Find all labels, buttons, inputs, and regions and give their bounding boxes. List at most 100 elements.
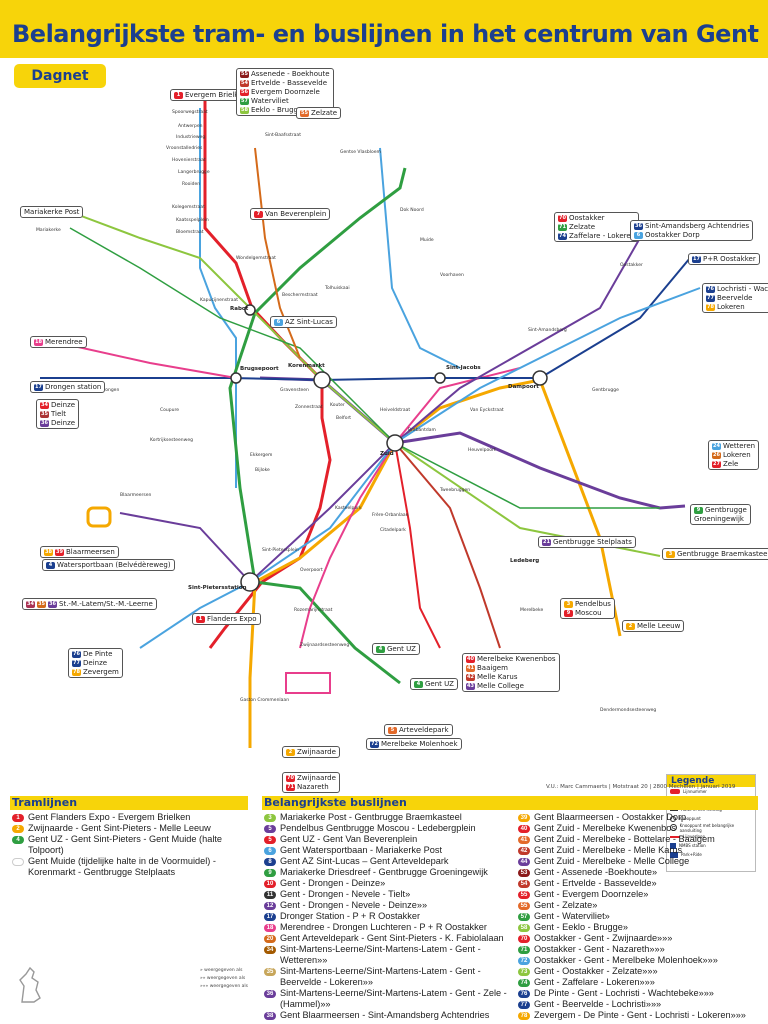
line-route-text: Gent - Beervelde - Lochristi»»» [534, 999, 662, 1009]
park-ride-icon [670, 851, 678, 858]
line-number-badge: 53 [518, 868, 530, 877]
line-badge: 72 [370, 740, 379, 748]
line-badge: 24 [712, 442, 721, 450]
line-badge: 27 [712, 460, 721, 468]
stop-label: Belfort [336, 416, 352, 421]
line-route-text: De Pinte - Gent - Lochristi - Wachtebeke… [534, 988, 714, 998]
terminal-label: Wetteren [723, 442, 756, 450]
line-badge: 35 [40, 410, 49, 418]
line-route-text: Gent - Drongen - Nevele - Tielt» [280, 889, 411, 899]
line-route-text: Gent - Oostakker - Zelzate»»» [534, 966, 658, 976]
terminal-label: Zelzate [569, 223, 596, 231]
stop-label: Antwerpen [178, 124, 203, 129]
stop-label: Kasteelpark [335, 506, 362, 511]
bus-line-54 [254, 147, 301, 359]
network-map[interactable]: Korenmarkt Sint-Jacobs Dampoort Zuid Sin… [0, 68, 768, 872]
line-badge: 56 [240, 88, 249, 96]
line-number-badge: 72 [518, 956, 530, 965]
dagnet-tab[interactable]: Dagnet [14, 64, 106, 88]
line-route-text: Gent Watersportbaan - Mariakerke Post [280, 845, 443, 855]
major-junction-icon [670, 824, 677, 831]
stop-label: Tolhuiskaai [325, 286, 350, 291]
line-route-text: Merendree - Drongen Luchteren - P + R Oo… [280, 922, 487, 932]
line-badge: 55 [240, 70, 249, 78]
line-badge: 74 [558, 232, 567, 240]
hub-sint-pietersstation [240, 572, 260, 592]
bus-line-3 [59, 207, 661, 557]
line-route-text: Gent - Drongen - Deinze» [280, 878, 386, 888]
line-route-text: Gent UZ - Gent Sint-Pieters - Gent Muide… [28, 834, 223, 855]
stop-label: Zonnestraat [295, 405, 323, 410]
bus-line-40 [394, 442, 501, 649]
line-badge: 17 [34, 383, 43, 391]
line-badge: 78 [72, 668, 81, 676]
line-route-text: Gent Zuid - Merelbeke Kwenenbos [534, 823, 676, 833]
terminal-mariakerke-post[interactable]: Mariakerke Post [20, 206, 84, 218]
line-number-badge: 17 [264, 912, 276, 921]
stop-label: Bloemstraat [176, 230, 204, 235]
line-number-badge: 39 [518, 813, 530, 822]
line-number-badge: 6 [264, 846, 276, 855]
line-badge: 77 [706, 294, 715, 302]
terminal-label: Gentbrugge Stelplaats [553, 538, 632, 546]
legend-label: Lijnnummer [683, 789, 707, 794]
loop-blaarmeersen [86, 506, 112, 528]
legend-item: Lijnverloop [667, 832, 755, 841]
line-number-badge: 8 [264, 857, 276, 866]
stop-label: Kouter [330, 403, 345, 408]
line-number-badge: 3 [264, 813, 276, 822]
line-list-item: Gent Muide (tijdelijke halte in de Voorm… [12, 856, 254, 878]
line-route-text: Gent - Ertvelde - Bassevelde» [534, 878, 657, 888]
line-number-badge: 34 [264, 945, 276, 954]
terminal-label: Melle Karus [477, 673, 518, 681]
terminal-label: Melle College [477, 682, 524, 690]
line-number-badge: 20 [264, 934, 276, 943]
line-badge: 43 [466, 682, 475, 690]
terminal-label: Deinze [51, 401, 76, 409]
legend-label: Lijnverloop [683, 834, 706, 839]
bottom-legend-item: » weergegeven als [200, 968, 243, 973]
line-badge: 70 [286, 774, 295, 782]
bus-line-9 [69, 227, 660, 509]
line-badge: 41 [466, 664, 475, 672]
terminal-label: Merelbeke Molenhoek [381, 740, 458, 748]
